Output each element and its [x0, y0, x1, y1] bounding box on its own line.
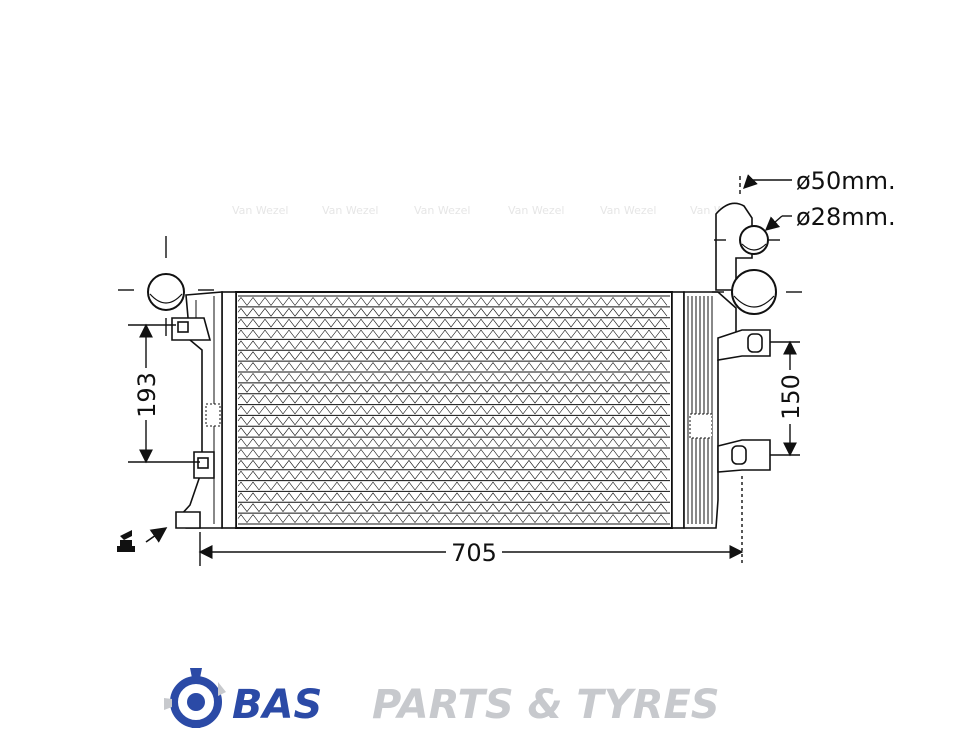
brand-logo: BAS PARTS & TYRES — [164, 668, 720, 733]
right-tank — [671, 202, 777, 529]
right-pipe-centrelines — [712, 176, 802, 293]
watermark-4: Van Wezel — [508, 204, 564, 217]
small-pipe-label: ø28mm. — [796, 203, 896, 231]
right-tank-ribs — [687, 296, 713, 524]
fin-row — [237, 449, 668, 458]
logo-primary-text: BAS — [232, 682, 322, 728]
fin-row — [237, 394, 668, 404]
fin-row — [237, 329, 668, 339]
fin-row — [237, 503, 668, 513]
dimension-left-height: 193 — [128, 323, 200, 464]
fin-row — [237, 416, 668, 426]
right-riser-pipe — [715, 202, 753, 291]
fin-row — [237, 362, 668, 371]
fin-row — [237, 481, 668, 491]
fin-row — [237, 307, 668, 317]
fin-row — [237, 373, 668, 382]
core-fins — [237, 295, 670, 525]
left-tank — [147, 273, 237, 529]
watermark-2: Van Wezel — [322, 204, 378, 217]
left-height-value: 193 — [133, 372, 161, 418]
fin-row — [237, 405, 668, 415]
left-tank-plate — [221, 291, 237, 529]
fin-row — [237, 427, 668, 437]
logo-gear-icon — [164, 668, 226, 733]
large-pipe-label: ø50mm. — [796, 167, 896, 195]
fin-row — [237, 318, 668, 328]
fin-row — [237, 383, 668, 393]
fin-row — [237, 470, 668, 480]
fin-row — [237, 340, 668, 350]
fin-row — [237, 514, 668, 523]
radiator-core — [235, 291, 673, 529]
watermark-5: Van Wezel — [600, 204, 656, 217]
bolt-icon — [117, 527, 168, 552]
watermark-row: Van Wezel Van Wezel Van Wezel Van Wezel … — [232, 204, 746, 217]
callout-large-pipe: ø50mm. — [743, 167, 896, 195]
left-inlet-pipe — [147, 273, 185, 311]
fin-row — [237, 438, 668, 447]
left-bottom-foot — [175, 511, 201, 529]
dimension-width: 705 — [198, 476, 744, 567]
left-pipe-centrelines — [118, 236, 214, 336]
fin-row — [237, 351, 668, 361]
fin-row — [237, 459, 668, 469]
callout-small-pipe: ø28mm. — [764, 203, 896, 231]
watermark-1: Van Wezel — [232, 204, 288, 217]
right-tank-plate — [671, 291, 685, 529]
dimension-right-height: 150 — [770, 340, 805, 457]
fin-row — [237, 297, 668, 306]
right-height-value: 150 — [777, 374, 805, 420]
logo-secondary-text: PARTS & TYRES — [372, 682, 720, 728]
watermark-3: Van Wezel — [414, 204, 470, 217]
width-value: 705 — [451, 539, 497, 567]
fin-row — [237, 492, 668, 502]
